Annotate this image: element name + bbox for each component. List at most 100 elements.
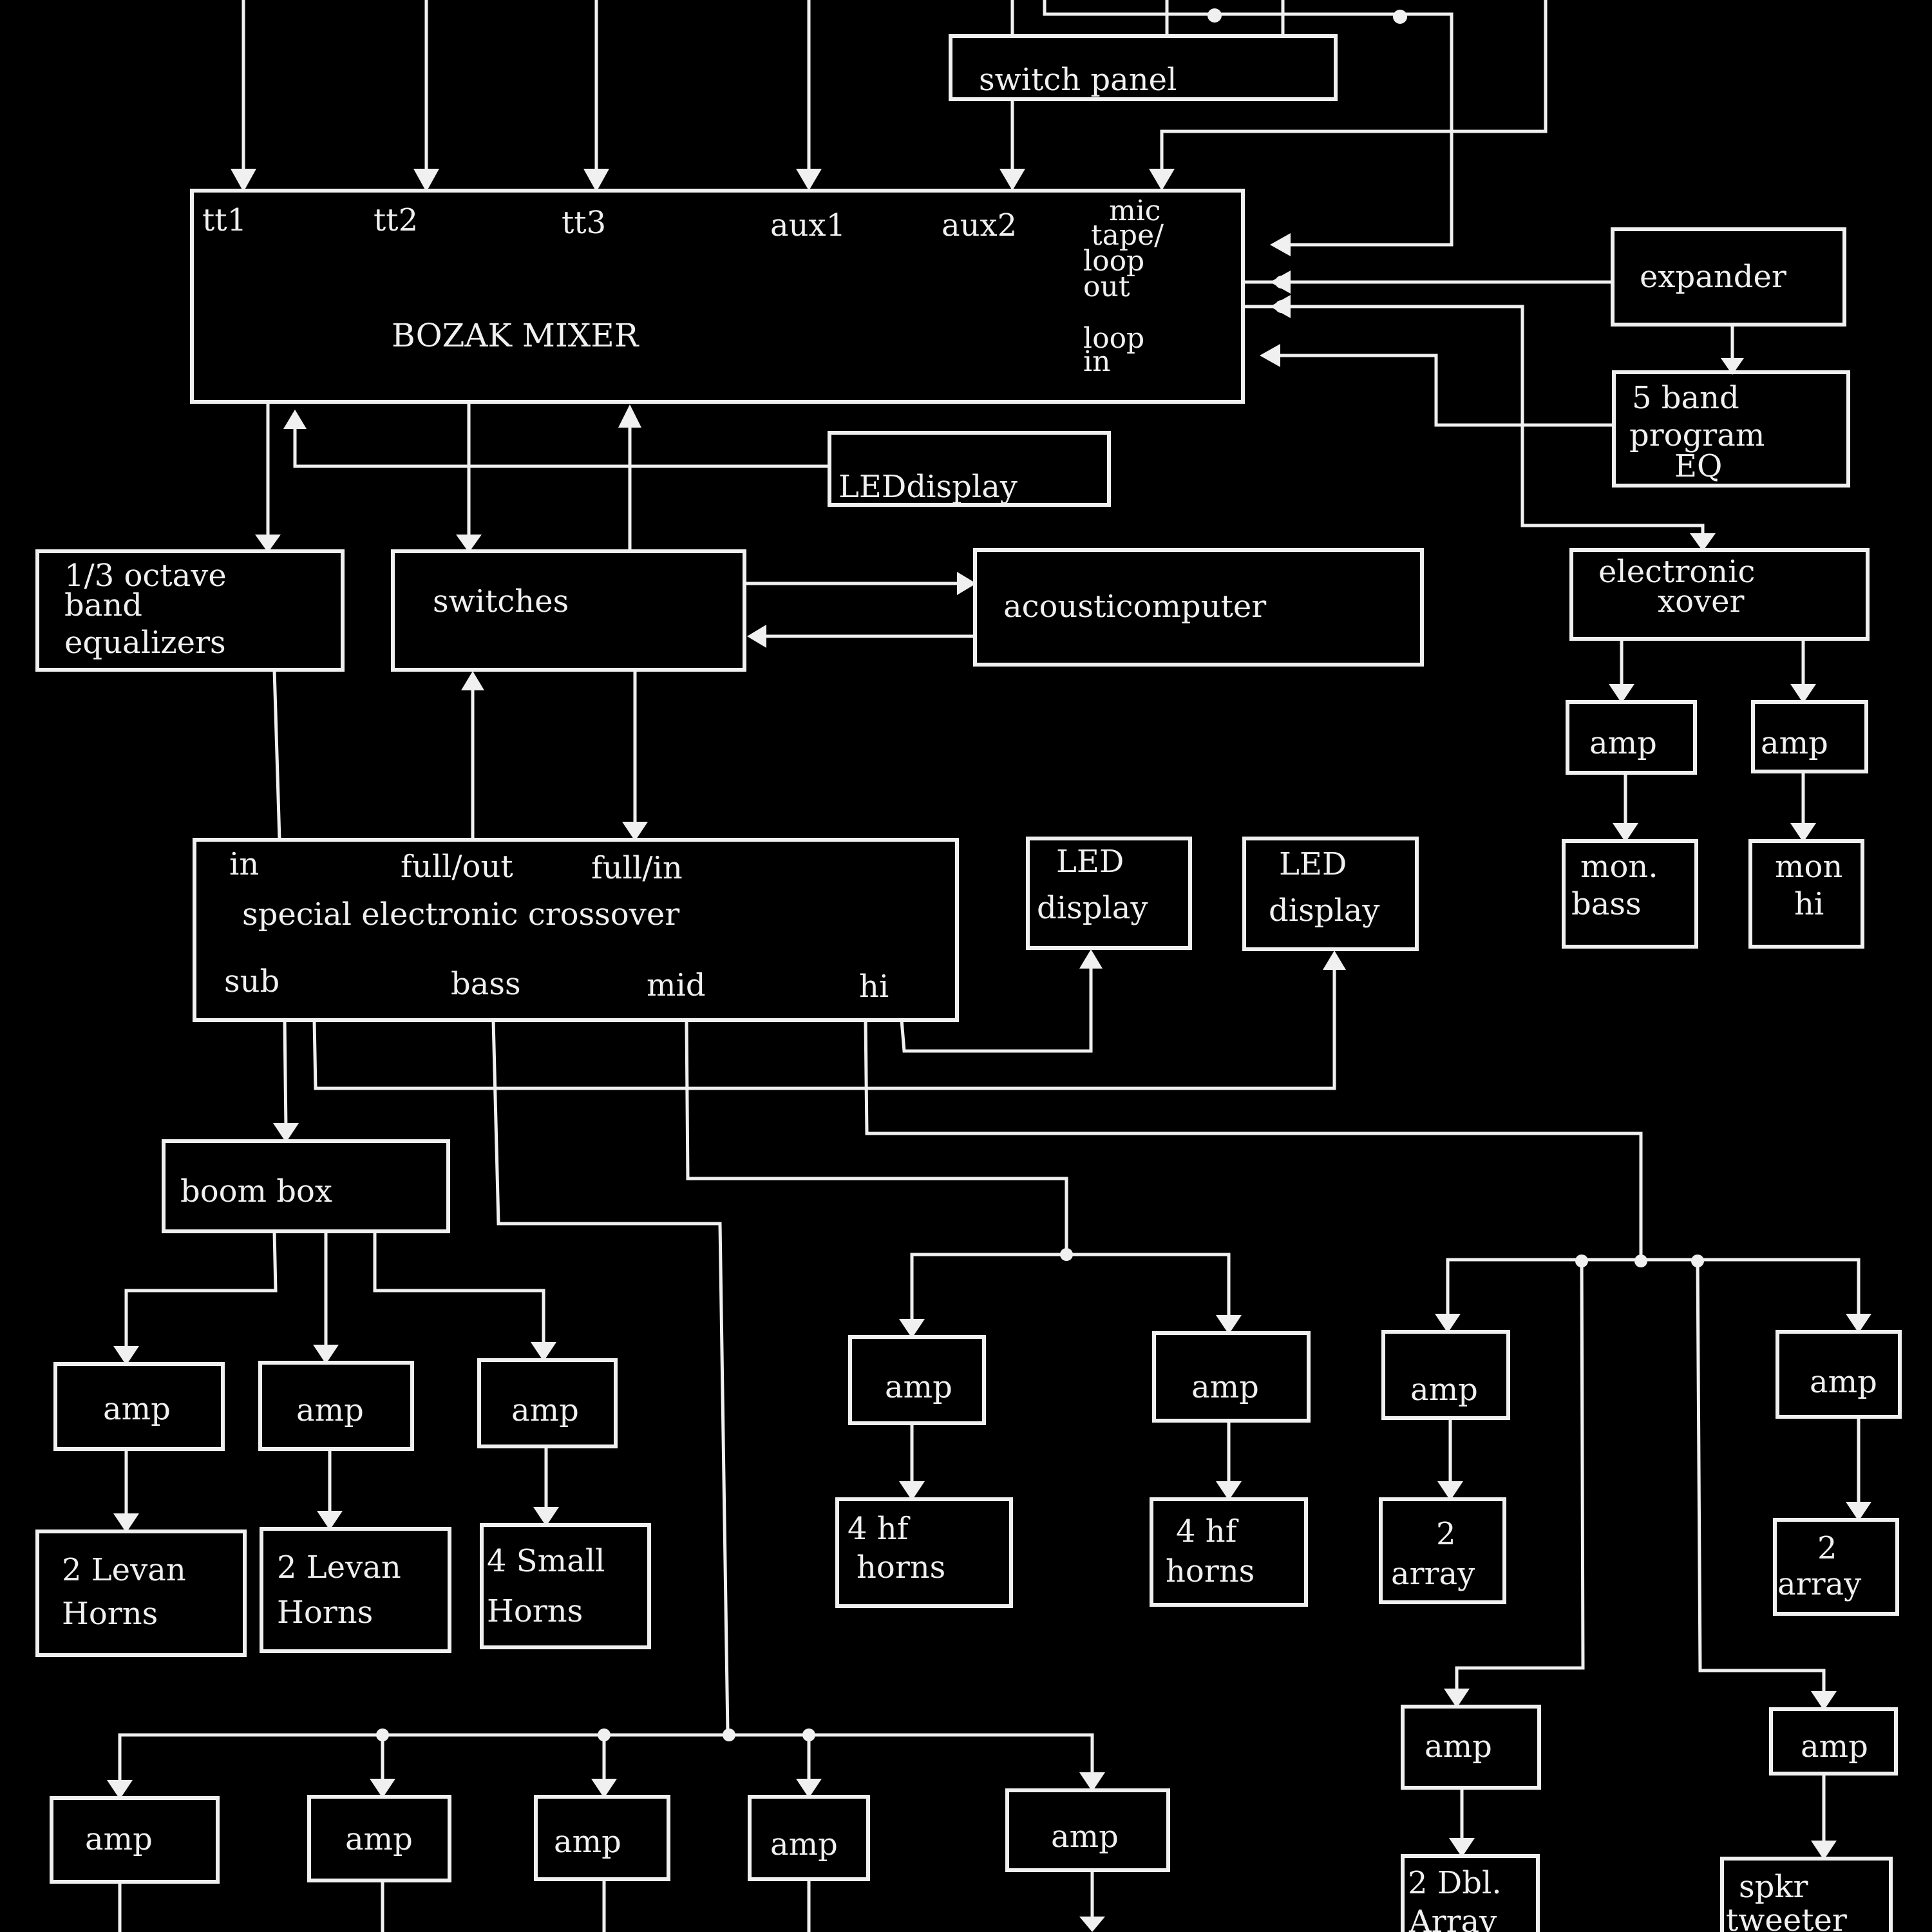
monitor-amp-right-label: amp xyxy=(1761,725,1828,761)
array-1-box xyxy=(1379,1497,1506,1604)
hi-amp-1-label: amp xyxy=(1410,1372,1478,1408)
switches-box xyxy=(391,549,746,672)
mixer-tt3-label: tt3 xyxy=(562,205,606,241)
crossover-hi-label: hi xyxy=(859,969,889,1005)
expander-label: expander xyxy=(1640,259,1786,295)
eq-third-octave-label-2: band xyxy=(64,587,142,623)
sub-amp-3-label: amp xyxy=(511,1392,579,1428)
mixer-loop-in-label-2: in xyxy=(1083,345,1110,378)
eq-third-octave-label-3: equalizers xyxy=(64,625,226,661)
eq-third-octave-label-1: 1/3 octave xyxy=(64,558,227,594)
crossover-in-label: in xyxy=(229,846,259,882)
crossover-full-out-label: full/out xyxy=(401,849,513,885)
monitor-amp-left-label: amp xyxy=(1589,725,1657,761)
hi-amp-3-box xyxy=(1401,1705,1541,1790)
crossover-full-in-label: full/in xyxy=(591,850,683,886)
led-display-right-label-2: display xyxy=(1269,893,1380,929)
levan-horns-2-label-2: Horns xyxy=(277,1595,373,1631)
mid-amp-2-box xyxy=(1152,1331,1311,1423)
hf-horns-1-label-2: horns xyxy=(857,1549,945,1586)
led-display-top-box xyxy=(828,431,1111,507)
bass-amp-1-box xyxy=(50,1796,220,1884)
hi-amp-4-box xyxy=(1769,1707,1898,1776)
program-eq-label-3: EQ xyxy=(1674,448,1722,484)
tweeter-label-1: spkr xyxy=(1739,1869,1808,1905)
mixer-tt2-label: tt2 xyxy=(374,202,418,238)
small-horns-box xyxy=(480,1523,651,1649)
hi-amp-1-box xyxy=(1381,1330,1510,1420)
hf-horns-2-label-2: horns xyxy=(1166,1553,1255,1589)
led-display-left-box xyxy=(1026,837,1192,950)
bass-amp-2-label: amp xyxy=(345,1821,413,1857)
boom-box-label: boom box xyxy=(180,1173,332,1209)
mon-bass-label-1: mon. xyxy=(1580,849,1658,885)
hi-amp-3-label: amp xyxy=(1425,1728,1492,1765)
mid-amp-1-box xyxy=(848,1335,986,1425)
dbl-array-label-2: Array xyxy=(1408,1904,1497,1932)
mon-bass-label-2: bass xyxy=(1571,886,1642,922)
crossover-box xyxy=(193,838,959,1022)
hi-amp-2-label: amp xyxy=(1810,1364,1877,1400)
mon-hi-label-1: mon xyxy=(1775,849,1842,885)
mixer-mic-label: mic xyxy=(1109,194,1160,227)
bass-amp-1-label: amp xyxy=(85,1821,153,1857)
mon-hi-box xyxy=(1748,839,1864,949)
sub-amp-1-label: amp xyxy=(103,1391,171,1427)
array-1-label-2: array xyxy=(1391,1556,1475,1592)
tweeter-label-2: tweeter xyxy=(1726,1902,1847,1932)
bass-amp-5-label: amp xyxy=(1051,1819,1119,1855)
levan-horns-1-box xyxy=(35,1530,247,1657)
array-2-label-2: array xyxy=(1777,1566,1861,1602)
connectors xyxy=(118,0,1861,1932)
dbl-array-box xyxy=(1401,1854,1540,1932)
levan-horns-1-label-2: Horns xyxy=(62,1596,158,1632)
array-2-label-1: 2 xyxy=(1817,1530,1837,1566)
sub-amp-1-box xyxy=(53,1362,225,1451)
mixer-aux2-label: aux2 xyxy=(942,207,1017,243)
tweeter-box xyxy=(1720,1857,1893,1932)
led-display-right-box xyxy=(1242,837,1419,951)
mon-bass-box xyxy=(1562,839,1698,949)
hf-horns-1-label-1: 4 hf xyxy=(848,1511,911,1547)
levan-horns-1-label-1: 2 Levan xyxy=(62,1552,186,1588)
switch-panel-box xyxy=(949,34,1338,101)
bass-amp-5-box xyxy=(1005,1788,1170,1872)
array-2-box xyxy=(1773,1518,1899,1616)
monitor-amp-left-box xyxy=(1566,700,1697,775)
led-display-right-label-1: LED xyxy=(1279,846,1347,882)
bozak-mixer-box xyxy=(190,189,1245,404)
crossover-title: special electronic crossover xyxy=(242,896,679,933)
bass-amp-3-box xyxy=(534,1795,670,1881)
monitor-amp-right-box xyxy=(1751,700,1868,773)
crossover-sub-label: sub xyxy=(224,963,279,999)
levan-horns-2-label-1: 2 Levan xyxy=(277,1549,401,1586)
eq-third-octave-box xyxy=(35,549,345,672)
mid-amp-1-label: amp xyxy=(885,1369,952,1405)
expander-box xyxy=(1611,227,1846,327)
hf-horns-1-box xyxy=(835,1497,1013,1608)
mixer-loop-out-label-2: out xyxy=(1083,270,1130,303)
program-eq-label-2: program xyxy=(1629,417,1765,453)
electronic-xover-label-1: electronic xyxy=(1598,554,1755,590)
acousticomputer-label: acousticomputer xyxy=(1003,589,1266,625)
acousticomputer-box xyxy=(973,548,1424,667)
electronic-xover-label-2: xover xyxy=(1658,583,1744,620)
arrowheads xyxy=(107,169,1871,1932)
mid-amp-2-label: amp xyxy=(1191,1369,1259,1405)
program-eq-label-1: 5 band xyxy=(1632,380,1739,416)
mixer-loop-out-label-1: loop xyxy=(1083,245,1144,278)
mixer-title: BOZAK MIXER xyxy=(392,317,639,354)
boom-box-box xyxy=(162,1139,450,1233)
hf-horns-2-label-1: 4 hf xyxy=(1176,1513,1239,1549)
sub-amp-2-label: amp xyxy=(296,1392,364,1428)
led-display-left-label-1: LED xyxy=(1056,844,1124,880)
mixer-aux1-label: aux1 xyxy=(770,207,846,243)
bass-amp-3-label: amp xyxy=(554,1824,621,1860)
mixer-tt1-label: tt1 xyxy=(202,202,247,238)
crossover-mid-label: mid xyxy=(647,967,706,1003)
bass-amp-2-box xyxy=(307,1795,451,1882)
hi-amp-2-box xyxy=(1776,1330,1902,1419)
switch-panel-label: switch panel xyxy=(979,62,1177,98)
mixer-loop-in-label-1: loop xyxy=(1083,322,1144,355)
sub-amp-2-box xyxy=(258,1361,414,1451)
